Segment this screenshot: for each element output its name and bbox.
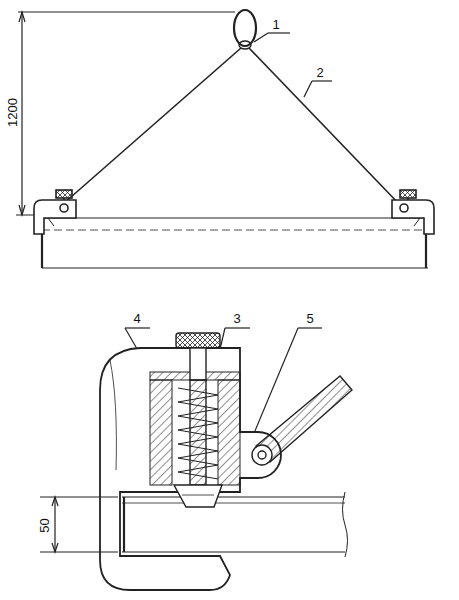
gripper-right-part — [400, 190, 416, 198]
gripper-body — [100, 348, 281, 590]
gripper-body-part — [218, 380, 240, 485]
gripper-right-part — [407, 198, 409, 200]
callout-leader-2-part — [312, 80, 332, 81]
clamping-screw — [174, 333, 222, 507]
dimension-50-part — [52, 543, 58, 552]
sling-rope-part — [249, 48, 401, 206]
dimension-50-part — [40, 496, 118, 497]
pipe-section-part — [343, 492, 348, 557]
gripper-left-part — [60, 204, 68, 212]
callout-leader-1-part — [268, 32, 290, 33]
gripper-body-part — [110, 360, 116, 470]
callout-leaders-detail-part — [225, 327, 250, 328]
dimension-1200-part — [19, 12, 25, 22]
callout-number: 4 — [132, 311, 141, 326]
clamping-screw-part — [176, 333, 220, 348]
sling-rope-part — [63, 48, 241, 204]
gripper-left — [34, 190, 76, 234]
gripper-body-part — [150, 380, 172, 485]
gripper-right — [392, 190, 434, 234]
pipe-part — [42, 230, 428, 231]
lifting-ring — [234, 10, 256, 49]
callout-leader-2 — [304, 81, 332, 97]
callout-leaders-detail-part — [125, 327, 150, 328]
pipe-section-part — [122, 496, 345, 497]
gripper-left-part — [56, 190, 72, 198]
dimension-1200-part — [18, 11, 235, 12]
gripper-right-part — [414, 218, 420, 226]
sling-rope — [63, 48, 401, 206]
pipe-section-part — [123, 497, 125, 552]
dimension-label: 1200 — [5, 97, 20, 128]
spring-coil — [178, 388, 218, 479]
dimension-1200 — [16, 12, 235, 215]
pipe-section-part — [122, 551, 345, 552]
rope-end — [252, 376, 352, 465]
dimension-1200-part — [19, 205, 25, 215]
rope-end-part — [252, 445, 272, 465]
clamping-screw-part — [182, 495, 214, 496]
pipe-section — [122, 492, 348, 557]
gripper-body-part — [100, 348, 281, 590]
dimension-1200-part — [21, 12, 22, 215]
callout-leader-1 — [254, 33, 290, 42]
callout-leader-1-part — [254, 33, 268, 42]
dimension-label: 50 — [37, 517, 52, 533]
dimension-50-part — [40, 551, 118, 552]
sling-drawing-part — [16, 10, 434, 590]
rope-end-part — [258, 451, 266, 459]
callout-leaders-detail-part — [298, 327, 322, 328]
pipe-part — [42, 267, 428, 268]
gripper-right-part — [400, 204, 408, 212]
callout-leader-2-part — [304, 81, 312, 97]
gripper-right-part — [392, 200, 434, 234]
callout-number: 1 — [271, 17, 280, 32]
pipe — [42, 218, 428, 268]
gripper-left-part — [48, 218, 54, 226]
spring — [178, 388, 218, 479]
clamping-screw-part — [174, 485, 222, 507]
clamping-screw-part — [190, 348, 206, 380]
dimension-50-part — [54, 497, 55, 552]
gripper-left-part — [63, 198, 65, 200]
pipe-section-part — [122, 503, 345, 504]
pipe-part — [42, 217, 428, 218]
gripper-left-part — [34, 200, 76, 234]
callout-number: 2 — [315, 65, 324, 80]
dimension-50-part — [52, 497, 58, 506]
callout-number: 3 — [232, 311, 241, 326]
callout-number: 5 — [305, 311, 314, 326]
